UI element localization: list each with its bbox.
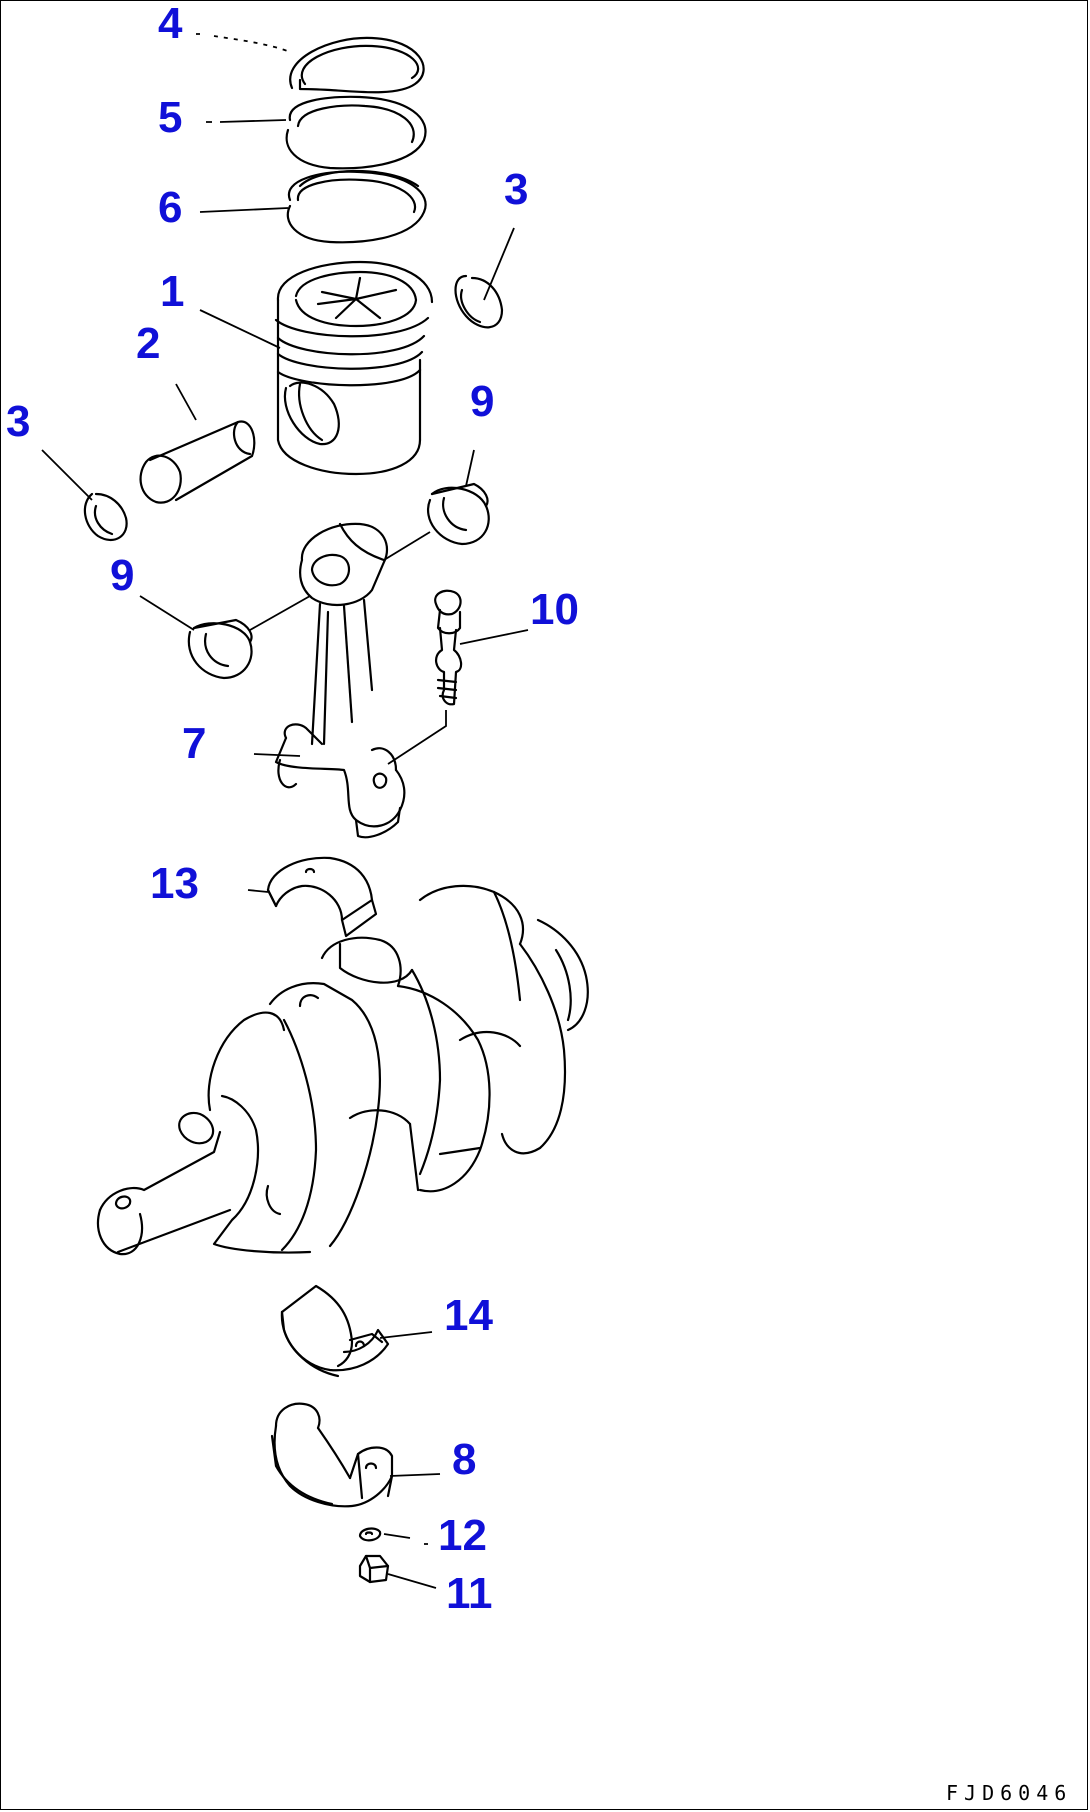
drawing-code: FJD6046 bbox=[946, 1781, 1072, 1805]
piston-ring-second[interactable] bbox=[285, 95, 427, 170]
main-bearing-lower[interactable] bbox=[280, 1284, 390, 1378]
callout-2: 2 bbox=[136, 319, 160, 368]
callout-11: 11 bbox=[446, 1569, 493, 1618]
callout-labels: 4 5 6 3 1 2 3 9 9 10 7 13 14 8 12 11 bbox=[6, 0, 579, 1618]
callout-7: 7 bbox=[182, 719, 206, 768]
connecting-rod[interactable] bbox=[274, 522, 406, 839]
callout-5: 5 bbox=[158, 93, 182, 142]
connecting-rod-bolt[interactable] bbox=[434, 589, 463, 706]
callout-3-right: 3 bbox=[504, 165, 528, 214]
piston-ring-top[interactable] bbox=[289, 36, 425, 94]
callout-9-right: 9 bbox=[470, 377, 494, 426]
nut[interactable] bbox=[358, 1554, 390, 1584]
piston[interactable] bbox=[274, 260, 434, 476]
piston-pin[interactable] bbox=[139, 420, 256, 504]
piston-ring-oil[interactable] bbox=[286, 169, 427, 244]
bushing-right[interactable] bbox=[427, 482, 490, 546]
connecting-rod-cap[interactable] bbox=[270, 1402, 394, 1508]
washer[interactable] bbox=[358, 1527, 382, 1542]
callout-14: 14 bbox=[444, 1291, 493, 1340]
main-bearing-upper[interactable] bbox=[266, 856, 378, 938]
callout-10: 10 bbox=[530, 585, 579, 634]
crankshaft[interactable] bbox=[96, 884, 589, 1256]
callout-8: 8 bbox=[452, 1435, 476, 1484]
callout-12: 12 bbox=[438, 1511, 487, 1560]
snap-ring-right[interactable] bbox=[454, 274, 504, 329]
callout-1: 1 bbox=[160, 267, 184, 316]
leader-lines bbox=[41, 33, 529, 1589]
callout-4: 4 bbox=[158, 0, 183, 48]
callout-9-left: 9 bbox=[110, 551, 134, 600]
callout-3-left: 3 bbox=[6, 397, 30, 446]
callout-6: 6 bbox=[158, 183, 182, 232]
bushing-left[interactable] bbox=[187, 618, 253, 680]
callout-13: 13 bbox=[150, 859, 199, 908]
snap-ring-left[interactable] bbox=[83, 492, 128, 542]
